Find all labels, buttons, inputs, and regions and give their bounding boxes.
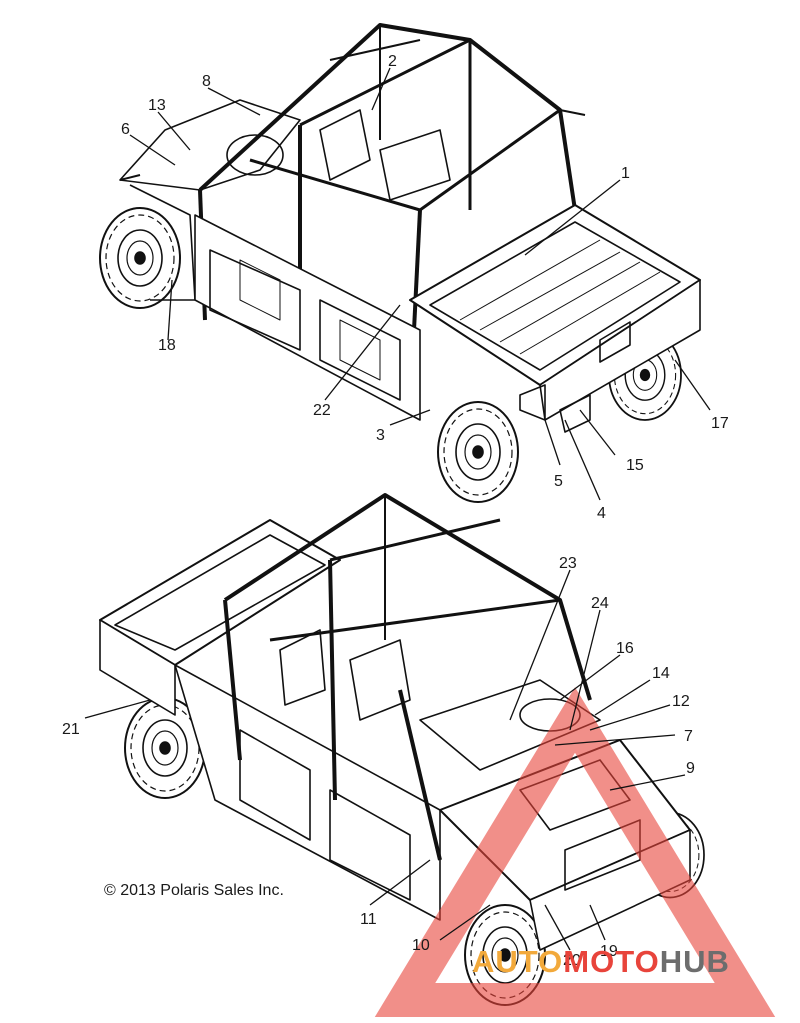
copyright-notice: © 2013 Polaris Sales Inc.	[104, 882, 284, 899]
callout-16: 16	[616, 640, 634, 657]
callout-10: 10	[412, 937, 430, 954]
callout-24: 24	[591, 595, 609, 612]
callout-9: 9	[686, 760, 695, 777]
watermark-triangle	[374, 687, 776, 1017]
callout-17: 17	[711, 415, 729, 432]
callout-23: 23	[559, 555, 577, 572]
watermark-logo-text: AUTOMOTOHUB	[472, 944, 730, 980]
callout-2: 2	[388, 53, 397, 70]
callout-14: 14	[652, 665, 670, 682]
callout-13: 13	[148, 97, 166, 114]
callout-21: 21	[62, 721, 80, 738]
callout-1: 1	[621, 165, 630, 182]
callout-20: 20	[563, 952, 581, 969]
front-left-wheel	[99, 207, 181, 309]
watermark-part-hub: HUB	[659, 944, 730, 979]
rear-left-wheel	[437, 401, 519, 503]
callout-22: 22	[313, 402, 331, 419]
callout-numbers: 1 2 3 4 5 6 7 8 9 10 11 12 13 14 15 16 1…	[62, 53, 729, 969]
watermark-part-moto: MOTO	[563, 944, 660, 979]
callout-7: 7	[684, 728, 693, 745]
callout-11: 11	[360, 911, 377, 928]
lower-vehicle-illustration	[99, 493, 705, 1006]
callout-4: 4	[597, 505, 606, 522]
callout-18: 18	[158, 337, 176, 354]
callout-6: 6	[121, 121, 130, 138]
leader-lines	[84, 67, 711, 951]
upper-vehicle-illustration	[99, 23, 701, 503]
callout-8: 8	[202, 73, 211, 90]
callout-3: 3	[376, 427, 385, 444]
callout-5: 5	[554, 473, 563, 490]
callout-12: 12	[672, 693, 690, 710]
callout-19: 19	[600, 943, 618, 960]
watermark-part-auto: AUTO	[472, 944, 564, 979]
callout-15: 15	[626, 457, 644, 474]
